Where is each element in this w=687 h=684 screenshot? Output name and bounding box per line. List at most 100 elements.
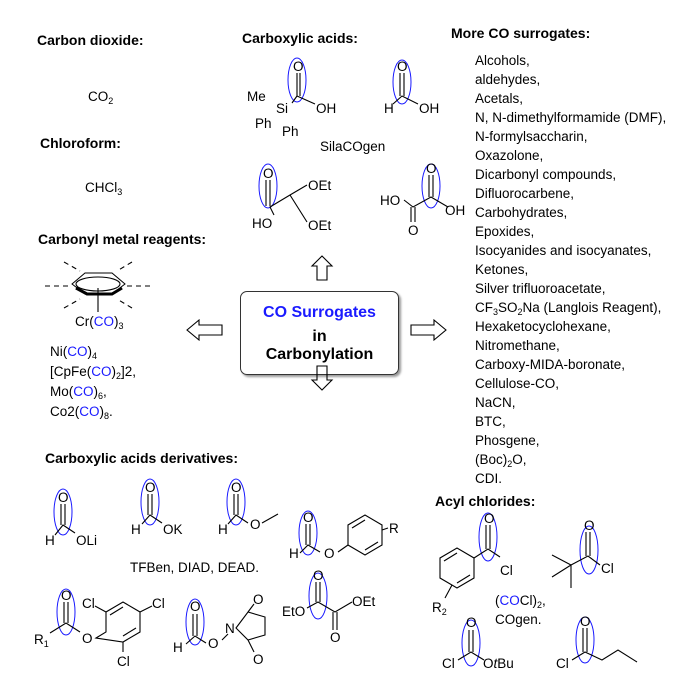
atom-label: O — [397, 59, 408, 74]
surrogate-text: Isocyanides and isocyanates, — [475, 243, 652, 258]
surrogate-text: Oxazolone, — [475, 148, 544, 163]
surrogate-item: Carboxy-MIDA-boronate, — [475, 355, 666, 374]
metal-reagent: Mo(CO)6, — [50, 384, 107, 401]
atom-label: O — [584, 518, 595, 533]
surrogate-text: Difluorocarbene, — [475, 186, 575, 201]
surrogate-text: NaCN, — [475, 395, 516, 410]
cr-complex-label: Cr(CO)3 — [75, 314, 124, 331]
atom-label: Cl — [82, 596, 95, 611]
surrogate-text: Carbohydrates, — [475, 205, 568, 220]
atom-label: O — [250, 517, 261, 532]
surrogate-item: Phosgene, — [475, 431, 666, 450]
surrogate-text: Na (Langlois Reagent), — [522, 300, 662, 315]
surrogate-text: Nitromethane, — [475, 338, 560, 353]
center-title-line2: in — [312, 328, 327, 345]
atom-label: Cl — [117, 654, 130, 669]
atom-label: Cl — [500, 563, 513, 578]
atom-label: H — [218, 522, 228, 537]
atom-label: Me — [247, 89, 266, 104]
atom-label: R2 — [432, 600, 447, 617]
surrogate-text: CDI. — [475, 471, 502, 486]
oxalyl-chloride-label: (COCl)2, — [495, 593, 546, 610]
surrogate-text: O, — [512, 452, 527, 467]
metal-reagent: Co2(CO)8. — [50, 404, 113, 421]
surrogate-text: Alcohols, — [475, 53, 530, 68]
atom-label: O — [145, 480, 156, 495]
surrogate-item: Carbohydrates, — [475, 203, 666, 222]
atom-label: O — [426, 161, 437, 176]
atom-label: O — [253, 652, 264, 667]
surrogate-item: Silver trifluoroacetate, — [475, 279, 666, 298]
atom-label: H — [45, 533, 55, 548]
surrogate-text: BTC, — [475, 414, 506, 429]
surrogate-item: Nitromethane, — [475, 336, 666, 355]
atom-label: O — [293, 59, 304, 74]
surrogate-text: Epoxides, — [475, 224, 535, 239]
arrow-left-icon — [186, 318, 223, 342]
heading-acid-derivatives: Carboxylic acids derivatives: — [45, 450, 238, 466]
surrogate-item: (Boc)2O, — [475, 450, 666, 469]
heading-acyl-chlorides: Acyl chlorides: — [435, 493, 536, 509]
atom-label: Si — [276, 101, 288, 116]
atom-label: OEt — [352, 594, 376, 609]
surrogate-text: Cellulose-CO, — [475, 376, 560, 391]
surrogate-item: N, N-dimethylformamide (DMF), — [475, 108, 666, 127]
metal-reagent: [CpFe(CO)2]2, — [50, 364, 137, 381]
atom-label: H — [384, 101, 394, 116]
atom-label: Cl — [152, 596, 165, 611]
atom-label: Ph — [255, 116, 272, 131]
surrogate-text: CF — [475, 300, 493, 315]
atom-label: O — [484, 511, 495, 526]
atom-label: H — [131, 522, 141, 537]
atom-label: O — [580, 614, 591, 629]
atom-label: Cl — [442, 656, 455, 671]
surrogate-item: BTC, — [475, 412, 666, 431]
atom-label: HO — [380, 193, 400, 208]
surrogate-text: (Boc) — [475, 452, 508, 467]
surrogate-text: 2 — [507, 459, 513, 469]
heading-carboxylic-acids: Carboxylic acids: — [242, 30, 358, 46]
center-title-line1: CO Surrogates — [263, 304, 376, 321]
surrogate-item: Epoxides, — [475, 222, 666, 241]
surrogate-text: Acetals, — [475, 91, 524, 106]
surrogate-text: 3 — [493, 307, 499, 317]
atom-label: O — [466, 615, 477, 630]
heading-more-surrogates: More CO surrogates: — [451, 25, 591, 41]
surrogate-item: N-formylsaccharin, — [475, 127, 666, 146]
atom-label: OEt — [308, 218, 332, 233]
atom-label: N — [225, 621, 235, 636]
surrogate-item: Oxazolone, — [475, 146, 666, 165]
chcl3-formula: CHCl3 — [85, 180, 123, 197]
heading-carbon-dioxide: Carbon dioxide: — [37, 32, 144, 48]
surrogate-item: CDI. — [475, 469, 666, 488]
surrogate-item: Alcohols, — [475, 51, 666, 70]
atom-label: OLi — [76, 533, 97, 548]
atom-label: OH — [445, 203, 465, 218]
surrogate-text: 2 — [517, 307, 523, 317]
surrogate-text: Dicarbonyl compounds, — [475, 167, 617, 182]
atom-label: H — [173, 640, 183, 655]
atom-label: O — [303, 510, 314, 525]
surrogate-text: Ketones, — [475, 262, 529, 277]
atom-label: O — [408, 223, 419, 238]
atom-label: O — [313, 568, 324, 583]
surrogate-text: N, N-dimethylformamide (DMF), — [475, 110, 667, 125]
atom-label: OH — [419, 101, 439, 116]
surrogate-text: N-formylsaccharin, — [475, 129, 588, 144]
cogen-label: COgen. — [495, 612, 542, 627]
atom-label: O — [330, 630, 341, 645]
atom-label: O — [253, 592, 264, 607]
surrogate-text: SO — [498, 300, 518, 315]
atom-label: Cl — [601, 561, 614, 576]
atom-label: O — [61, 588, 72, 603]
atom-label: Ph — [282, 124, 299, 139]
bond-lines — [45, 73, 638, 663]
atom-label: O — [324, 546, 335, 561]
derivatives-note: TFBen, DIAD, DEAD. — [130, 560, 260, 575]
atom-label: Cl — [556, 656, 569, 671]
center-title-line3: Carbonylation — [265, 346, 374, 363]
surrogate-item: Dicarbonyl compounds, — [475, 165, 666, 184]
surrogate-text: aldehydes, — [475, 72, 541, 87]
surrogate-item: aldehydes, — [475, 70, 666, 89]
